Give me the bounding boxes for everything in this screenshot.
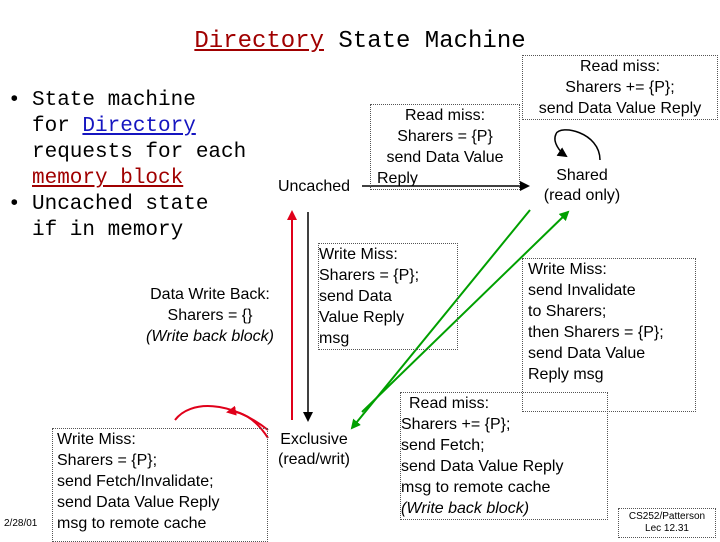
line: Write Miss: (57, 431, 136, 448)
title-rest: State Machine (323, 28, 526, 55)
bullet-1-line-2: for Directory (32, 114, 258, 140)
line: Sharers = {} (167, 307, 253, 324)
footer-course: CS252/Patterson Lec 12.31 (618, 508, 716, 538)
bullet-1-for: for (32, 115, 83, 138)
line: Value Reply (319, 309, 405, 326)
line: Sharers += {P}; (401, 416, 511, 433)
label-shared-self: Read miss: Sharers += {P}; send Data Val… (522, 55, 718, 120)
state-shared-name: Shared (556, 167, 608, 184)
line: Sharers = {P}; (319, 267, 420, 284)
label-uncached-to-shared: Read miss: Sharers = {P} send Data Value… (370, 104, 520, 190)
line: msg to remote cache (401, 479, 551, 496)
bullet-2: Uncached state if in memory (8, 192, 258, 244)
line: send Data Value Reply (57, 494, 220, 511)
bullet-2-line-2: if in memory (32, 219, 184, 242)
line: send Data Value (386, 149, 504, 166)
title-directory: Directory (194, 28, 324, 55)
line: Data Write Back: (150, 286, 270, 303)
state-uncached: Uncached (277, 178, 351, 195)
arrow-exclusive-to-shared (361, 210, 570, 413)
line: Reply msg (528, 366, 604, 383)
line: msg to remote cache (57, 515, 207, 532)
line: (Write back block) (145, 328, 275, 345)
line: then Sharers = {P}; (528, 324, 664, 341)
footer-course-name: CS252/Patterson (628, 511, 706, 522)
line: msg (319, 330, 350, 347)
line: send Data Value (528, 345, 646, 362)
line: send Fetch/Invalidate; (57, 473, 214, 490)
line: send Data (319, 288, 392, 305)
directory-link[interactable]: Directory (82, 115, 196, 138)
bullet-1-line-1: State machine (32, 89, 196, 112)
footer-lecture: Lec 12.31 (645, 523, 689, 534)
bullet-list: State machine for Directory requests for… (8, 88, 258, 244)
bullet-1-line-3: requests for each (32, 141, 247, 164)
label-exclusive-to-uncached: Data Write Back: Sharers = {} (Write bac… (132, 284, 288, 347)
line: send Invalidate (528, 282, 636, 299)
line: Write Miss: (528, 261, 607, 278)
state-shared: Shared (read only) (532, 166, 632, 206)
line: to Sharers; (528, 303, 607, 320)
state-shared-sub: (read only) (543, 187, 621, 204)
label-uncached-to-exclusive: Write Miss: Sharers = {P}; send Data Val… (318, 243, 458, 350)
state-exclusive-sub: (read/writ) (277, 451, 350, 468)
line: Sharers = {P} (397, 128, 493, 145)
state-exclusive-name: Exclusive (280, 431, 348, 448)
arrow-shared-self-loop (554, 129, 601, 161)
line: Sharers = {P}; (57, 452, 158, 469)
line: Sharers += {P}; (565, 79, 675, 96)
page-title: Directory State Machine (0, 28, 720, 55)
line: send Fetch; (401, 437, 485, 454)
bullet-1: State machine for Directory requests for… (8, 88, 258, 192)
line: Reply (377, 170, 418, 187)
line: Read miss: (409, 395, 490, 412)
label-exclusive-to-shared: Read miss: Sharers += {P}; send Fetch; s… (400, 392, 608, 520)
memory-block-link[interactable]: memory block (32, 167, 184, 190)
line: Read miss: (579, 58, 661, 75)
line: Read miss: (404, 107, 486, 124)
line: send Data Value Reply (538, 100, 702, 117)
line: send Data Value Reply (401, 458, 564, 475)
state-exclusive: Exclusive (read/writ) (268, 430, 360, 470)
footer-date: 2/28/01 (4, 518, 38, 529)
line: (Write back block) (401, 500, 530, 517)
bullet-2-line-1: Uncached state (32, 193, 209, 216)
label-shared-to-exclusive: Write Miss: send Invalidate to Sharers; … (522, 258, 696, 412)
arrow-exclusive-self-loop (174, 405, 269, 431)
line: Write Miss: (319, 246, 398, 263)
label-exclusive-self: Write Miss: Sharers = {P}; send Fetch/In… (52, 428, 268, 542)
